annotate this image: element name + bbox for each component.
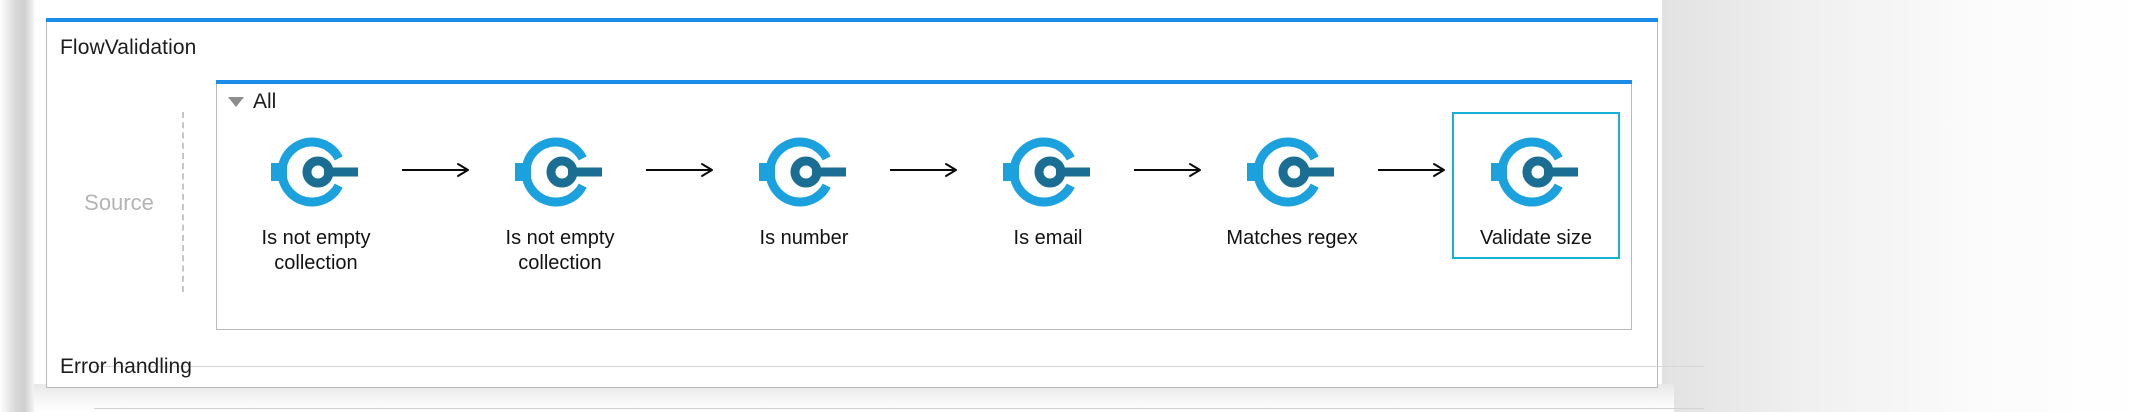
validator-arc-segment-top: [568, 142, 587, 161]
validator-output-bar: [568, 167, 602, 177]
validator-output-bar: [812, 167, 846, 177]
validator-output-bar: [1544, 167, 1578, 177]
arrow-right-icon: [402, 163, 469, 177]
validator-arc-segment-bottom: [1300, 183, 1319, 202]
validator-node-row: Is not empty collection Is not empty coll…: [232, 112, 1622, 312]
validator-output-bar: [324, 167, 358, 177]
validator-input-tab: [1491, 163, 1507, 181]
validator-node[interactable]: Is not empty collection: [476, 112, 644, 284]
node-connector: [888, 124, 964, 216]
validator-input-tab: [759, 163, 775, 181]
node-connector: [1132, 124, 1208, 216]
node-connector: [400, 124, 476, 216]
node-connector: [644, 124, 720, 216]
triangle-down-icon[interactable]: [228, 97, 244, 107]
validator-icon: [1247, 137, 1334, 207]
validator-icon: [1491, 137, 1578, 207]
validator-icon: [271, 137, 358, 207]
error-handling-label: Error handling: [60, 355, 192, 378]
node-connector: [1376, 124, 1452, 216]
validator-input-tab: [1003, 163, 1019, 181]
validator-arc-segment-bottom: [812, 183, 831, 202]
source-label: Source: [84, 190, 154, 215]
group-title: All: [253, 90, 277, 113]
validator-input-tab: [1247, 163, 1263, 181]
validator-icon: [515, 137, 602, 207]
validator-output-bar: [1300, 167, 1334, 177]
footer-rule: [94, 408, 1704, 409]
arrow-right-icon: [646, 163, 713, 177]
group-header[interactable]: All: [228, 90, 276, 114]
flow-frame-accent-bar: [46, 18, 1658, 23]
left-edge-shade: [0, 0, 34, 412]
bottom-edge-shade: [34, 384, 1674, 412]
validator-input-tab: [515, 163, 531, 181]
validator-arc-segment-top: [1300, 142, 1319, 161]
error-handling-divider: [94, 366, 1704, 367]
validator-arc-segment-bottom: [324, 183, 343, 202]
validator-node[interactable]: Matches regex: [1208, 112, 1376, 259]
flow-title: FlowValidation: [60, 36, 197, 59]
arrow-right-icon: [1134, 163, 1201, 177]
validator-input-tab: [271, 163, 287, 181]
arrow-right-icon: [890, 163, 957, 177]
validator-icon: [759, 137, 846, 207]
validator-node[interactable]: Is number: [720, 112, 888, 259]
validator-node-label: Is not empty collection: [505, 227, 615, 274]
validator-icon: [1003, 137, 1090, 207]
validator-arc-segment-top: [1056, 142, 1075, 161]
validator-node-label: Is number: [759, 227, 849, 249]
validator-node-label: Matches regex: [1226, 227, 1358, 249]
right-edge-shade: [1662, 0, 2142, 412]
source-divider: [182, 112, 184, 292]
validator-node-label: Is not empty collection: [261, 227, 371, 274]
validator-arc-segment-top: [1544, 142, 1563, 161]
validator-node[interactable]: Is not empty collection: [232, 112, 400, 284]
validator-arc-segment-top: [812, 142, 831, 161]
validator-node-label: Is email: [1013, 227, 1083, 249]
validator-arc-segment-bottom: [568, 183, 587, 202]
arrow-right-icon: [1378, 163, 1445, 177]
validator-node[interactable]: Validate size: [1452, 112, 1620, 259]
group-panel: [216, 84, 1632, 330]
validator-arc-segment-top: [324, 142, 343, 161]
validator-output-bar: [1056, 167, 1090, 177]
validator-node-label: Validate size: [1480, 227, 1592, 249]
validator-node[interactable]: Is email: [964, 112, 1132, 259]
validator-arc-segment-bottom: [1544, 183, 1563, 202]
validator-arc-segment-bottom: [1056, 183, 1075, 202]
group-panel-accent-bar: [216, 80, 1632, 85]
